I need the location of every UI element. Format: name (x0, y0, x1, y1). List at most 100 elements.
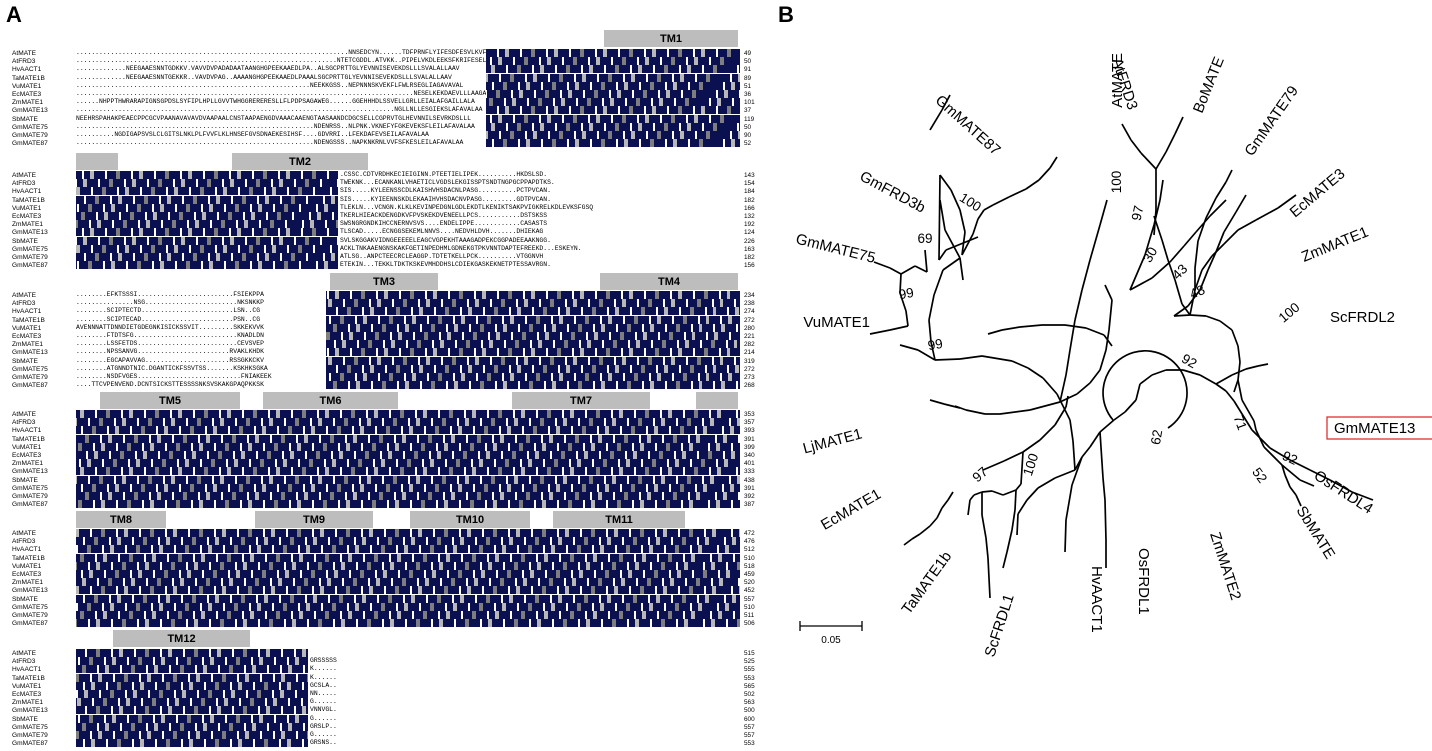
tree-branch (1233, 379, 1239, 393)
species-name: VuMATE1 (12, 82, 42, 90)
tree-branch (1219, 320, 1233, 331)
tree-branch (1235, 194, 1247, 213)
tree-branch (1014, 489, 1017, 511)
sequence-track: K...... (76, 673, 740, 682)
species-name: EcMATE3 (12, 333, 42, 340)
tree-branch (1329, 479, 1353, 493)
sequence-track: ..........NGDIGAPSVSLCLGITSLNKLPLFVVFLKL… (76, 131, 740, 139)
conserved-residue-shading (76, 570, 740, 578)
sequence-tail-text: .CSSC.CDTVRDHKECIEIGINN.PTEETIELIPEK....… (340, 171, 548, 178)
tree-branch (899, 292, 907, 312)
leaf-label: GmMATE13 (1334, 420, 1415, 437)
species-name: SbMATE (12, 357, 38, 365)
sequence-text: ........................................… (76, 81, 464, 89)
residue-position: 192 (744, 221, 755, 229)
sequence-track: ETEKIN...TEKKLTDKTKSKEVMHDDHSLCDIEKGASKE… (76, 261, 740, 270)
residue-position: 124 (744, 229, 755, 237)
tree-branch (905, 310, 909, 327)
residue-position: 387 (744, 501, 755, 509)
tree-branch (1089, 224, 1101, 261)
tree-branch (1215, 181, 1227, 199)
residue-position: 459 (744, 571, 755, 578)
alignment-row: ZmMATE1......NHPPTHWRARAPIGNSGPDSLSYFIPL… (0, 98, 760, 107)
sequence-track: TWEKNK...ECANKANLVHAETICLVGDSLEKGISSPTSN… (76, 179, 740, 188)
bootstrap-value: 100 (1020, 452, 1041, 478)
residue-position: 91 (744, 66, 752, 74)
tree-branch (987, 329, 1003, 335)
sequence-track: ........SCIPTECAD.......................… (76, 315, 740, 324)
tree-branch (1039, 424, 1056, 441)
tree-branch (1269, 447, 1291, 461)
conserved-residue-shading (486, 90, 740, 98)
sequence-track: ........FTDTSFG.........................… (76, 332, 740, 340)
sequence-track: ACKLTNKAAENGNSKAKFGETINPEDHMLGDNEKGTPKVN… (76, 244, 740, 253)
conserved-residue-shading (486, 73, 740, 82)
conserved-residue-shading (486, 139, 740, 148)
leaf-label: GmMATE87 (932, 92, 1004, 159)
species-name: HvAACT1 (12, 666, 42, 674)
sequence-track (76, 570, 740, 578)
tree-branch (1231, 329, 1239, 347)
conserved-residue-shading (76, 537, 740, 546)
tree-branch (1255, 207, 1279, 221)
conserved-residue-shading (486, 65, 740, 74)
leaf-label: TaMATE1b (899, 548, 956, 617)
tree-branch (938, 174, 941, 261)
tree-branch (967, 499, 971, 516)
tree-branch (1201, 255, 1213, 271)
conserved-residue-shading (76, 467, 740, 476)
panel-b-label: B (778, 2, 794, 27)
bootstrap-value: 92 (1179, 351, 1200, 372)
sequence-tail-text: ACKLTNKAAENGNSKAKFGETINPEDHMLGDNEKGTPKVN… (340, 244, 582, 252)
sequence-track (76, 545, 740, 554)
tree-branch (941, 94, 951, 111)
sequence-track: GRSSSSS (76, 657, 740, 666)
tree-branch (1038, 167, 1051, 181)
alignment-row: EcMATE3.................................… (0, 90, 760, 99)
residue-position: 340 (744, 452, 755, 459)
tree-branch (939, 199, 946, 231)
tree-branch (929, 399, 945, 405)
tree-branch (900, 265, 916, 275)
species-name: VuMATE1 (12, 562, 42, 570)
tree-branch (1237, 379, 1243, 401)
species-name: GmMATE13 (12, 468, 48, 476)
sequence-track: SWSNGRGNDKIHCCNERNVSVS....ENDELIPPE.....… (76, 220, 740, 229)
sequence-track: SVLSKGGAKVIDNGEEEEELEAGCVGPEKHTAAAGADPEK… (76, 236, 740, 245)
residue-position: 510 (744, 554, 755, 562)
transmembrane-domain-label: TM11 (553, 511, 685, 528)
sequence-text: ........FTDTSFG.........................… (76, 332, 264, 339)
species-name: EcMATE3 (12, 452, 42, 459)
panel-a-label: A (6, 2, 22, 27)
sequence-track: SIS.....KYLEENSSCDLKAISHVHSDACNLPASG....… (76, 187, 740, 196)
sequence-tail-text: K...... (310, 673, 337, 681)
tree-root-arc (1102, 349, 1188, 429)
tree-branch (1124, 399, 1137, 413)
tree-branch (939, 174, 952, 191)
conserved-residue-shading (76, 578, 740, 587)
tree-branch (1255, 429, 1265, 448)
tree-branch (1064, 324, 1087, 329)
sequence-text: ........................................… (76, 90, 510, 97)
sequence-text: ........NPSSANVG........................… (76, 348, 264, 356)
transmembrane-domain-label: TM4 (600, 273, 738, 290)
tree-branch (1195, 215, 1211, 233)
leaf-label: BoMATE (1190, 55, 1228, 116)
sequence-track (76, 483, 740, 492)
sequence-track: .............NEEGAAESNNTGDKKV.VAVVDVPADA… (76, 65, 740, 74)
conserved-residue-shading (486, 81, 740, 90)
tree-branch (928, 294, 935, 321)
species-name: AtMATE (12, 530, 37, 537)
conserved-residue-shading (76, 594, 740, 603)
tree-branch (1059, 374, 1067, 403)
bootstrap-value: 97 (970, 464, 991, 485)
residue-position: 221 (744, 333, 755, 340)
conserved-residue-shading (326, 348, 740, 357)
conserved-residue-shading (76, 665, 308, 674)
tree-branch (1237, 345, 1241, 363)
